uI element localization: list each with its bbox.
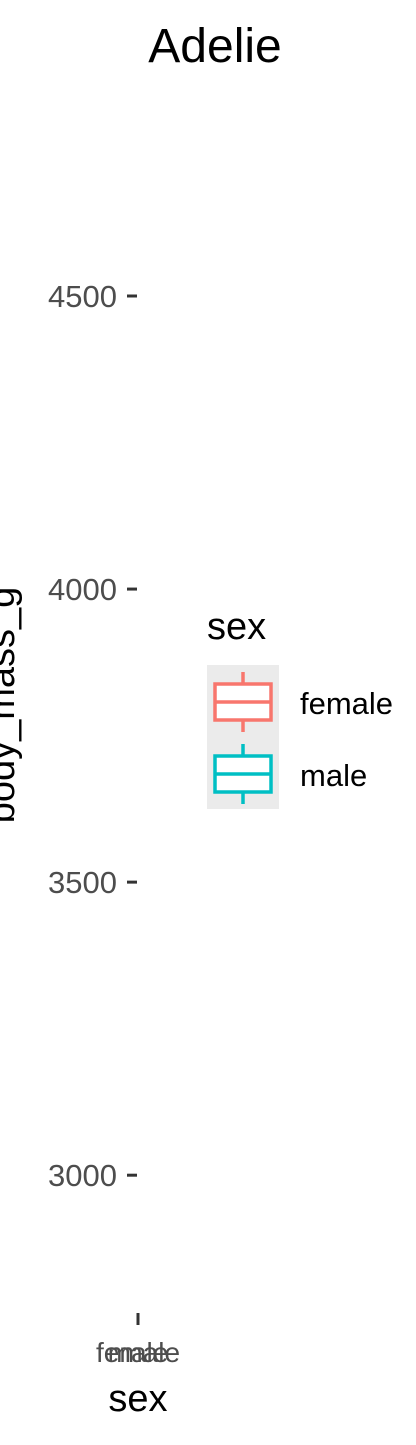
legend-entry-male: male bbox=[213, 744, 367, 804]
chart-title: Adelie bbox=[148, 20, 281, 73]
x-axis-label: sex bbox=[108, 1378, 167, 1420]
legend: sex female male bbox=[207, 606, 393, 809]
legend-label: female bbox=[300, 686, 393, 721]
x-tick-label: female bbox=[96, 1337, 180, 1368]
y-axis: 3000 3500 4000 4500 bbox=[48, 279, 137, 1193]
legend-label: male bbox=[300, 758, 367, 793]
legend-entries: female male bbox=[213, 672, 393, 804]
y-tick-label: 4500 bbox=[48, 279, 117, 314]
y-tick-label: 4000 bbox=[48, 572, 117, 607]
legend-title: sex bbox=[207, 606, 266, 648]
legend-entry-female: female bbox=[213, 672, 393, 732]
y-tick-label: 3500 bbox=[48, 865, 117, 900]
y-axis-label: body_mass_g bbox=[0, 587, 23, 824]
x-tick-label: male bbox=[108, 1337, 169, 1368]
y-tick-label: 3000 bbox=[48, 1158, 117, 1193]
